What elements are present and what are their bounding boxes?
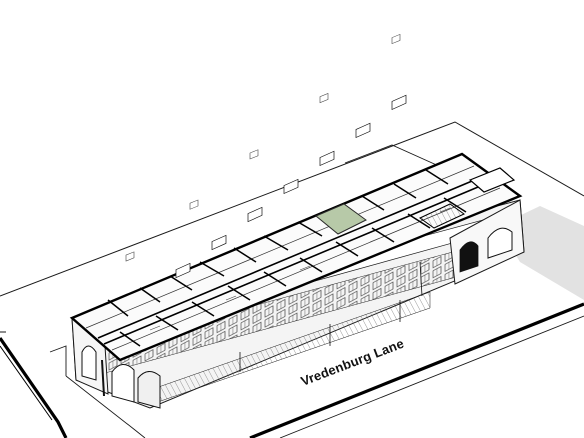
courtyard-highlight [315, 203, 367, 235]
street-curbs [0, 302, 584, 438]
floor-plan-cut [69, 33, 523, 362]
balconies [175, 94, 407, 279]
